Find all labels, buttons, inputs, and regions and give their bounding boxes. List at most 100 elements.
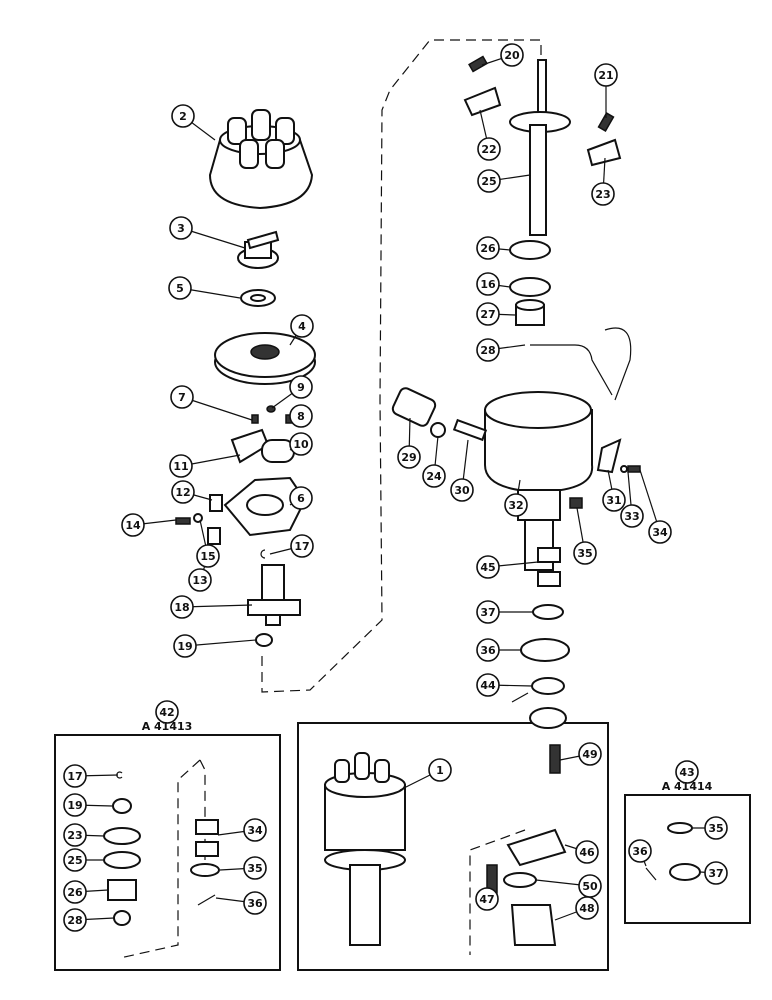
callout-inset-center-46: 46 xyxy=(579,846,595,859)
inset-washer-25 xyxy=(103,851,141,869)
callout-main-22: 22 xyxy=(481,143,496,156)
clip-lower xyxy=(207,527,221,545)
callout-main-44-circle xyxy=(476,673,500,697)
callout-main-3-circle xyxy=(169,216,193,240)
callout-main-29-circle xyxy=(397,445,421,469)
callout-main-12-circle xyxy=(171,480,195,504)
callout-main-10: 10 xyxy=(293,438,309,451)
callout-main-27: 27 xyxy=(480,308,495,321)
callout-main-7-circle xyxy=(170,385,194,409)
inset-right-title: A 41414 xyxy=(662,780,713,793)
callout-main-2: 2 xyxy=(179,110,187,123)
drive-collar xyxy=(531,677,565,695)
callout-inset-center-1-circle xyxy=(428,758,452,782)
callout-main-7-leader xyxy=(181,396,253,421)
weight-left xyxy=(463,86,502,117)
lock-washer xyxy=(193,513,203,523)
callout-main-4-circle xyxy=(290,314,314,338)
callout-inset-left-17-circle xyxy=(63,764,87,788)
callout-inset-right-35-circle xyxy=(704,816,728,840)
oil-seal xyxy=(520,638,570,662)
gasket xyxy=(430,422,446,438)
clamp xyxy=(596,438,622,474)
drive-gear xyxy=(529,707,567,729)
callout-main-34: 34 xyxy=(652,526,668,539)
callout-inset-center-49: 49 xyxy=(582,748,597,761)
callout-inset-left-23: 23 xyxy=(67,829,82,842)
inset-bushing xyxy=(107,879,137,901)
adapter xyxy=(510,904,557,946)
callout-main-44: 44 xyxy=(480,679,496,692)
inset-left-frame xyxy=(54,734,281,971)
callout-main-4: 4 xyxy=(298,320,306,333)
spring-upper xyxy=(468,55,488,73)
inset-right-pin xyxy=(645,867,657,881)
inset-thrust-washer xyxy=(190,863,220,877)
advance-mechanism xyxy=(247,564,301,626)
callout-main-16: 16 xyxy=(480,278,496,291)
inset-right-collar xyxy=(669,863,701,881)
inset-right-number-circle xyxy=(675,760,699,784)
callout-main-35-circle xyxy=(573,541,597,565)
callout-main-28: 28 xyxy=(480,344,495,357)
callout-main-17-circle xyxy=(290,534,314,558)
callout-inset-center-1: 1 xyxy=(436,764,444,777)
callout-inset-left-17: 17 xyxy=(67,770,82,783)
callout-main-35: 35 xyxy=(577,547,592,560)
callout-main-8-circle xyxy=(289,404,313,428)
inset-right-frame xyxy=(624,794,751,924)
callout-main-11-circle xyxy=(169,454,193,478)
oil-plug xyxy=(255,633,273,647)
callout-inset-right-37: 37 xyxy=(708,867,723,880)
callout-main-2-circle xyxy=(171,104,195,128)
fitting xyxy=(452,418,488,442)
rotor xyxy=(237,230,280,269)
callout-main-33-circle xyxy=(620,504,644,528)
callout-main-6-circle xyxy=(289,486,313,510)
clamp-screw xyxy=(627,465,641,473)
breaker-points xyxy=(230,405,295,464)
callout-inset-center-48: 48 xyxy=(579,902,594,915)
o-ring xyxy=(503,872,537,888)
callout-main-19: 19 xyxy=(177,640,192,653)
callout-main-30-circle xyxy=(450,478,474,502)
callout-main-21: 21 xyxy=(598,69,613,82)
callout-main-6: 6 xyxy=(297,492,305,505)
oil-cup xyxy=(391,387,437,427)
callout-main-25: 25 xyxy=(481,175,496,188)
inset-washer-23 xyxy=(103,827,141,845)
callout-main-11: 11 xyxy=(173,460,188,473)
retaining-ring xyxy=(260,549,266,559)
inset-right-number: 43 xyxy=(679,766,694,779)
callout-main-29: 29 xyxy=(401,451,416,464)
callout-main-15: 15 xyxy=(200,550,215,563)
callout-main-36: 36 xyxy=(480,644,496,657)
callout-main-13: 13 xyxy=(192,574,207,587)
callout-main-23-circle xyxy=(591,182,615,206)
inset-left-title: A 41413 xyxy=(142,720,193,733)
callout-main-24-circle xyxy=(422,464,446,488)
inset-left-number-circle xyxy=(155,700,179,724)
callout-main-7: 7 xyxy=(178,391,186,404)
inset-center-frame xyxy=(297,722,609,971)
callout-main-45-circle xyxy=(476,555,500,579)
callout-main-33: 33 xyxy=(624,510,639,523)
fitting-33 xyxy=(569,497,583,509)
washer-23 xyxy=(509,240,551,260)
distributor-shaft xyxy=(509,59,571,236)
inset-bushing-upper xyxy=(195,819,219,835)
callout-main-19-circle xyxy=(173,634,197,658)
callout-inset-left-36: 36 xyxy=(247,897,263,910)
inset-bushing-lower xyxy=(195,841,219,857)
callout-main-12: 12 xyxy=(175,486,190,499)
callout-main-5-circle xyxy=(168,276,192,300)
callout-inset-right-36: 36 xyxy=(632,845,648,858)
callout-main-16-circle xyxy=(476,272,500,296)
callout-main-9: 9 xyxy=(297,381,305,394)
callout-inset-right-37-circle xyxy=(704,861,728,885)
callout-inset-left-26: 26 xyxy=(67,886,83,899)
inset-plug xyxy=(112,798,132,814)
callout-main-26: 26 xyxy=(480,242,496,255)
callout-main-17: 17 xyxy=(294,540,309,553)
